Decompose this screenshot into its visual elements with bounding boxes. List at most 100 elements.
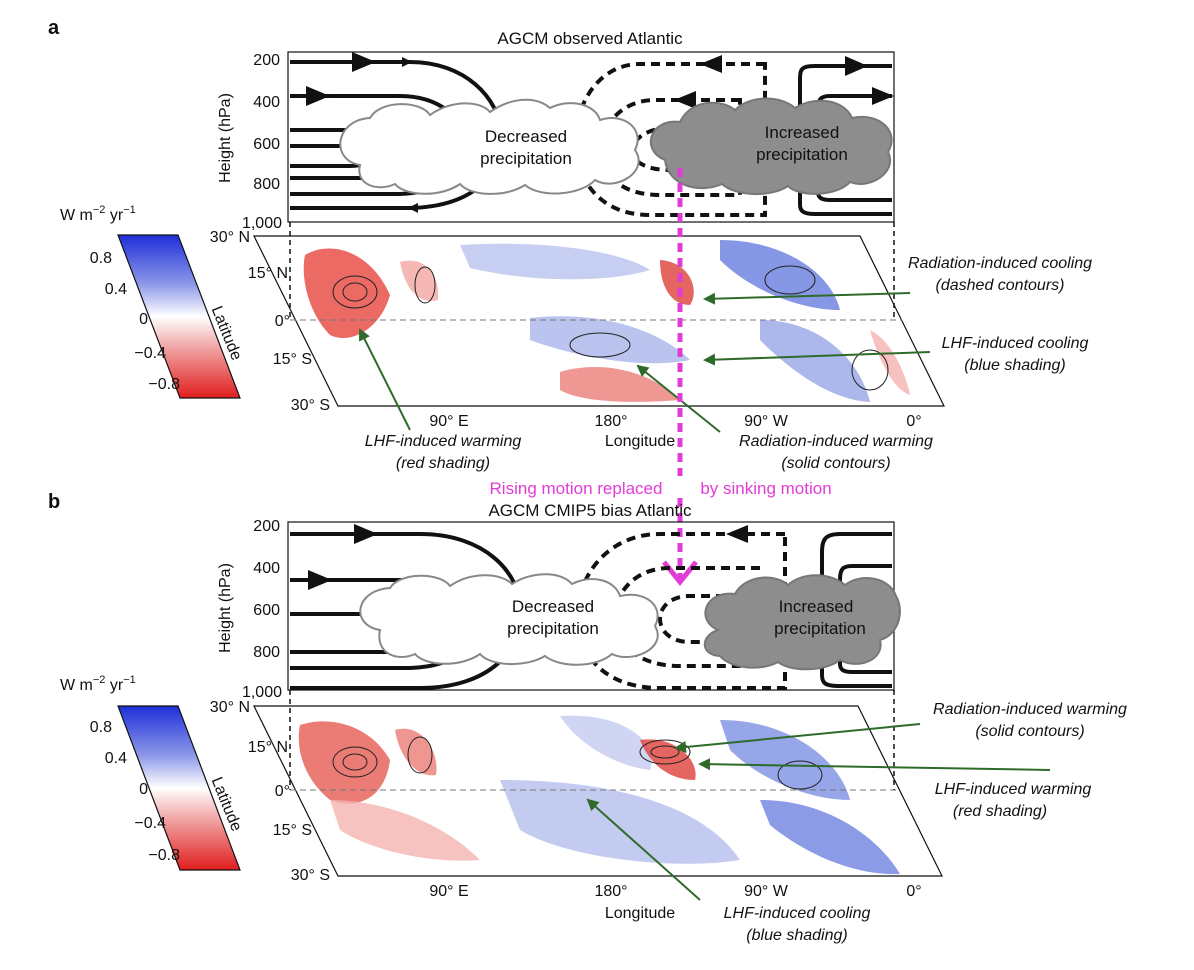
colorbar-unit: W m−2 yr−1 xyxy=(60,674,136,694)
annotation-lhf-warming: LHF-induced warming (red shading) xyxy=(359,328,522,472)
flow-arrowhead xyxy=(352,52,376,72)
connector-label: by sinking motion xyxy=(700,479,831,498)
svg-text:Radiation-induced warming: Radiation-induced warming xyxy=(933,701,1127,718)
flow-arrowhead xyxy=(872,87,894,105)
lat-tick: 15° S xyxy=(273,822,312,839)
lon-tick: 180° xyxy=(594,883,627,900)
height-tick: 200 xyxy=(253,52,280,69)
sinking-motion-connector: Rising motion replaced by sinking motion xyxy=(476,168,852,587)
svg-text:LHF-induced cooling: LHF-induced cooling xyxy=(724,905,871,922)
lon-axis-label: Longitude xyxy=(605,905,675,922)
warm-shading xyxy=(330,800,480,861)
colorbar-tick: −0.8 xyxy=(148,847,180,864)
height-tick: 800 xyxy=(253,644,280,661)
svg-text:(red shading): (red shading) xyxy=(396,455,490,472)
svg-text:(solid contours): (solid contours) xyxy=(975,723,1084,740)
sst-map xyxy=(253,235,945,407)
warm-shading xyxy=(560,367,680,402)
flow-arrowhead xyxy=(306,86,330,106)
cool-shading xyxy=(460,243,650,280)
cloud-decreased-label: Decreased xyxy=(512,597,594,616)
height-tick: 800 xyxy=(253,176,280,193)
lon-tick: 90° W xyxy=(744,883,789,900)
circulation-frame xyxy=(287,51,895,223)
panel-letter: b xyxy=(48,491,60,513)
colorbar-tick: 0.4 xyxy=(105,750,127,767)
colorbar-tick: −0.8 xyxy=(148,376,180,393)
height-tick: 1,000 xyxy=(242,215,282,232)
warm-shading xyxy=(660,260,694,305)
cloud-increased-label: precipitation xyxy=(774,619,866,638)
cool-shading xyxy=(530,316,690,364)
height-tick: 600 xyxy=(253,602,280,619)
lat-tick: 30° S xyxy=(291,867,330,884)
cool-shading xyxy=(560,715,652,770)
cloud-increased xyxy=(649,97,893,196)
cool-shading xyxy=(500,780,740,864)
height-axis-label: Height (hPa) xyxy=(217,563,234,653)
colorbar-tick: 0.8 xyxy=(90,250,112,267)
panel-a: a AGCM observed Atlantic Height (hPa) 20… xyxy=(48,17,1092,472)
lat-tick: 0° xyxy=(275,783,290,800)
warm-shading xyxy=(870,330,910,395)
flow-arrowhead xyxy=(845,56,868,76)
cool-shading xyxy=(760,800,900,875)
cloud-decreased-label: Decreased xyxy=(485,127,567,146)
svg-text:(solid contours): (solid contours) xyxy=(781,455,890,472)
lat-tick: 30° N xyxy=(210,699,250,716)
height-tick: 400 xyxy=(253,94,280,111)
colorbar-tick: 0.4 xyxy=(105,281,127,298)
svg-text:Radiation-induced cooling: Radiation-induced cooling xyxy=(908,255,1092,272)
colorbar-tick: 0 xyxy=(139,311,148,328)
panel-title: AGCM observed Atlantic xyxy=(497,29,683,48)
cloud-increased-label: Increased xyxy=(779,597,854,616)
warm-shading xyxy=(303,248,390,339)
panel-b: b AGCM CMIP5 bias Atlantic Height (hPa) … xyxy=(48,491,1127,944)
colorbar-unit: W m−2 yr−1 xyxy=(60,204,136,224)
panel-title: AGCM CMIP5 bias Atlantic xyxy=(488,501,692,520)
sst-map xyxy=(253,705,943,877)
lon-tick: 0° xyxy=(906,883,921,900)
svg-text:LHF-induced warming: LHF-induced warming xyxy=(935,781,1092,798)
annotation-lhf-cooling: LHF-induced cooling (blue shading) xyxy=(586,798,871,944)
svg-text:Radiation-induced warming: Radiation-induced warming xyxy=(739,433,933,450)
radiation-contours xyxy=(332,265,889,391)
svg-text:(red shading): (red shading) xyxy=(953,803,1047,820)
lon-tick: 180° xyxy=(594,413,627,430)
radiation-contours xyxy=(332,736,823,790)
height-tick: 200 xyxy=(253,518,280,535)
lon-axis-label: Longitude xyxy=(605,433,675,450)
colorbar-tick: 0.8 xyxy=(90,719,112,736)
colorbar xyxy=(117,234,241,399)
cloud-decreased-label: precipitation xyxy=(480,149,572,168)
annotation-lhf-cooling: LHF-induced cooling (blue shading) xyxy=(703,335,1088,374)
flow-arrowhead xyxy=(354,524,378,544)
cool-shading xyxy=(720,240,840,310)
colorbar-tick: 0 xyxy=(139,781,148,798)
svg-text:(blue shading): (blue shading) xyxy=(746,927,847,944)
cloud-increased-label: precipitation xyxy=(756,145,848,164)
lat-tick: 30° S xyxy=(291,397,330,414)
warm-shading xyxy=(298,721,390,804)
warm-shading xyxy=(400,260,439,301)
colorbar xyxy=(117,705,241,871)
flow-arrowhead xyxy=(726,525,748,543)
height-tick: 400 xyxy=(253,560,280,577)
warm-shading xyxy=(640,739,696,780)
cloud-decreased xyxy=(359,573,659,666)
lat-tick: 15° N xyxy=(248,739,288,756)
svg-text:(blue shading): (blue shading) xyxy=(964,357,1065,374)
lat-tick: 15° N xyxy=(248,265,288,282)
cloud-decreased-label: precipitation xyxy=(507,619,599,638)
colorbar-tick: −0.4 xyxy=(134,815,166,832)
flow-arrowhead xyxy=(674,91,696,109)
annotation-radiation-warming: Radiation-induced warming (solid contour… xyxy=(674,701,1127,753)
cloud-increased xyxy=(703,574,901,671)
lon-tick: 90° E xyxy=(429,413,468,430)
height-axis-label: Height (hPa) xyxy=(217,93,234,183)
svg-text:LHF-induced warming: LHF-induced warming xyxy=(365,433,522,450)
lat-tick: 0° xyxy=(275,313,290,330)
flow-arrowhead xyxy=(700,55,722,73)
height-tick: 1,000 xyxy=(242,684,282,701)
